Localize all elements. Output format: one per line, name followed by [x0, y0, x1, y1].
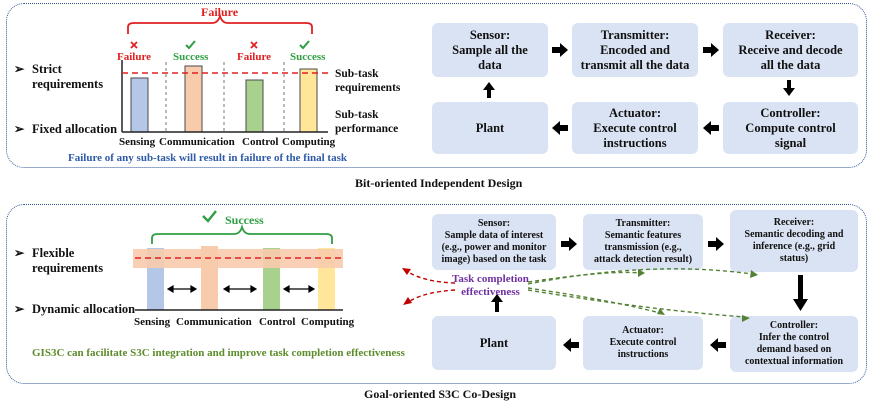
top-left-graphics	[121, 12, 328, 133]
failure-title: Failure	[201, 5, 239, 19]
xlabel-control: Control	[259, 316, 296, 328]
xlabel-sensing: Sensing	[134, 316, 171, 328]
arrow-right	[561, 237, 577, 251]
status-sensing: Failure	[117, 51, 152, 63]
green-dashed-arrow	[527, 268, 753, 285]
dynamic-allocation-label: Dynamic allocation	[32, 302, 136, 316]
cross-icon	[250, 41, 258, 49]
arrow-right	[703, 43, 719, 57]
transmitter-box-goal: Transmitter: Semantic features transmiss…	[583, 214, 703, 270]
plant-box: Plant	[432, 102, 548, 154]
status-computing: Success	[290, 51, 326, 63]
arrow-up	[483, 82, 495, 98]
arrow-up	[491, 294, 503, 312]
check-icon	[299, 40, 310, 50]
arrow-left	[563, 338, 579, 352]
task-completion-label: Task completion effectiveness	[452, 273, 529, 298]
plant-box-goal: Plant	[432, 316, 556, 370]
arrow-left	[703, 121, 719, 135]
status-communication: Success	[173, 51, 209, 63]
actuator-box-goal: Actuator: Execute control instructions	[583, 316, 703, 370]
bottom-left-graphics	[133, 210, 343, 311]
subtask-performance-label: Sub-task performance	[335, 109, 399, 135]
bullet-flexible: ➢	[14, 246, 25, 260]
success-title: Success	[225, 213, 264, 227]
xlabel-control: Control	[242, 136, 279, 148]
sensor-box: Sensor: Sample all the data	[432, 23, 548, 77]
top-flow-arrows	[483, 43, 795, 135]
arrow-right	[552, 43, 568, 57]
xlabel-sensing: Sensing	[119, 136, 156, 148]
bullet-fixed: ➢	[14, 122, 25, 136]
cross-icon	[130, 41, 138, 49]
green-dashed-arrow	[527, 287, 661, 314]
subtask-requirements-label: Sub-task requirements	[335, 68, 401, 94]
failure-note: Failure of any sub-task will result in f…	[68, 152, 347, 164]
xlabel-computing: Computing	[282, 136, 336, 148]
controller-box-goal: Controller: Infer the control demand bas…	[730, 316, 858, 372]
red-arrowhead	[403, 297, 412, 305]
arrow-down	[783, 80, 795, 96]
red-arrowhead	[402, 268, 411, 275]
transmitter-box: Transmitter: Encoded and transmit all th…	[572, 23, 698, 77]
actuator-box: Actuator: Execute control instructions	[572, 102, 698, 154]
controller-box: Controller: Compute control signal	[723, 102, 858, 154]
arrow-right	[708, 237, 724, 251]
bullet-strict: ➢	[14, 62, 25, 76]
success-brace	[151, 223, 333, 244]
green-dashed-arrow	[527, 289, 746, 318]
red-dashed-arrow	[409, 289, 456, 302]
goal-oriented-panel	[6, 204, 867, 384]
arrow-left	[552, 121, 568, 135]
xlabel-computing: Computing	[301, 316, 355, 328]
top-caption: Bit-oriented Independent Design	[355, 176, 523, 190]
bottom-flow-arrows	[402, 237, 808, 352]
arrow-down	[793, 275, 808, 311]
sensor-box-goal: Sensor: Sample data of interest (e.g., p…	[432, 214, 556, 270]
arrow-left	[710, 338, 726, 352]
check-icon	[202, 210, 217, 223]
bullet-dynamic: ➢	[14, 302, 25, 316]
fixed-allocation-label: Fixed allocation	[32, 122, 118, 136]
red-dashed-arrow	[407, 271, 456, 284]
xlabel-communication: Communication	[176, 316, 252, 328]
flexible-requirements-label: Flexible requirements	[32, 246, 104, 275]
gis3c-note: GIS3C can facilitate S3C integration and…	[32, 347, 405, 359]
green-dashed-arrow	[527, 271, 641, 283]
xlabel-communication: Communication	[159, 136, 235, 148]
failure-brace	[127, 12, 313, 34]
strict-requirements-label: Strict requirements	[32, 62, 104, 91]
bit-oriented-panel	[6, 3, 867, 168]
bottom-caption: Goal-oriented S3C Co-Design	[364, 387, 516, 401]
receiver-box-goal: Receiver: Semantic decoding and inferenc…	[730, 210, 858, 272]
check-icon	[185, 40, 196, 50]
receiver-box: Receiver: Receive and decode all the dat…	[723, 23, 858, 77]
status-control: Failure	[237, 51, 272, 63]
